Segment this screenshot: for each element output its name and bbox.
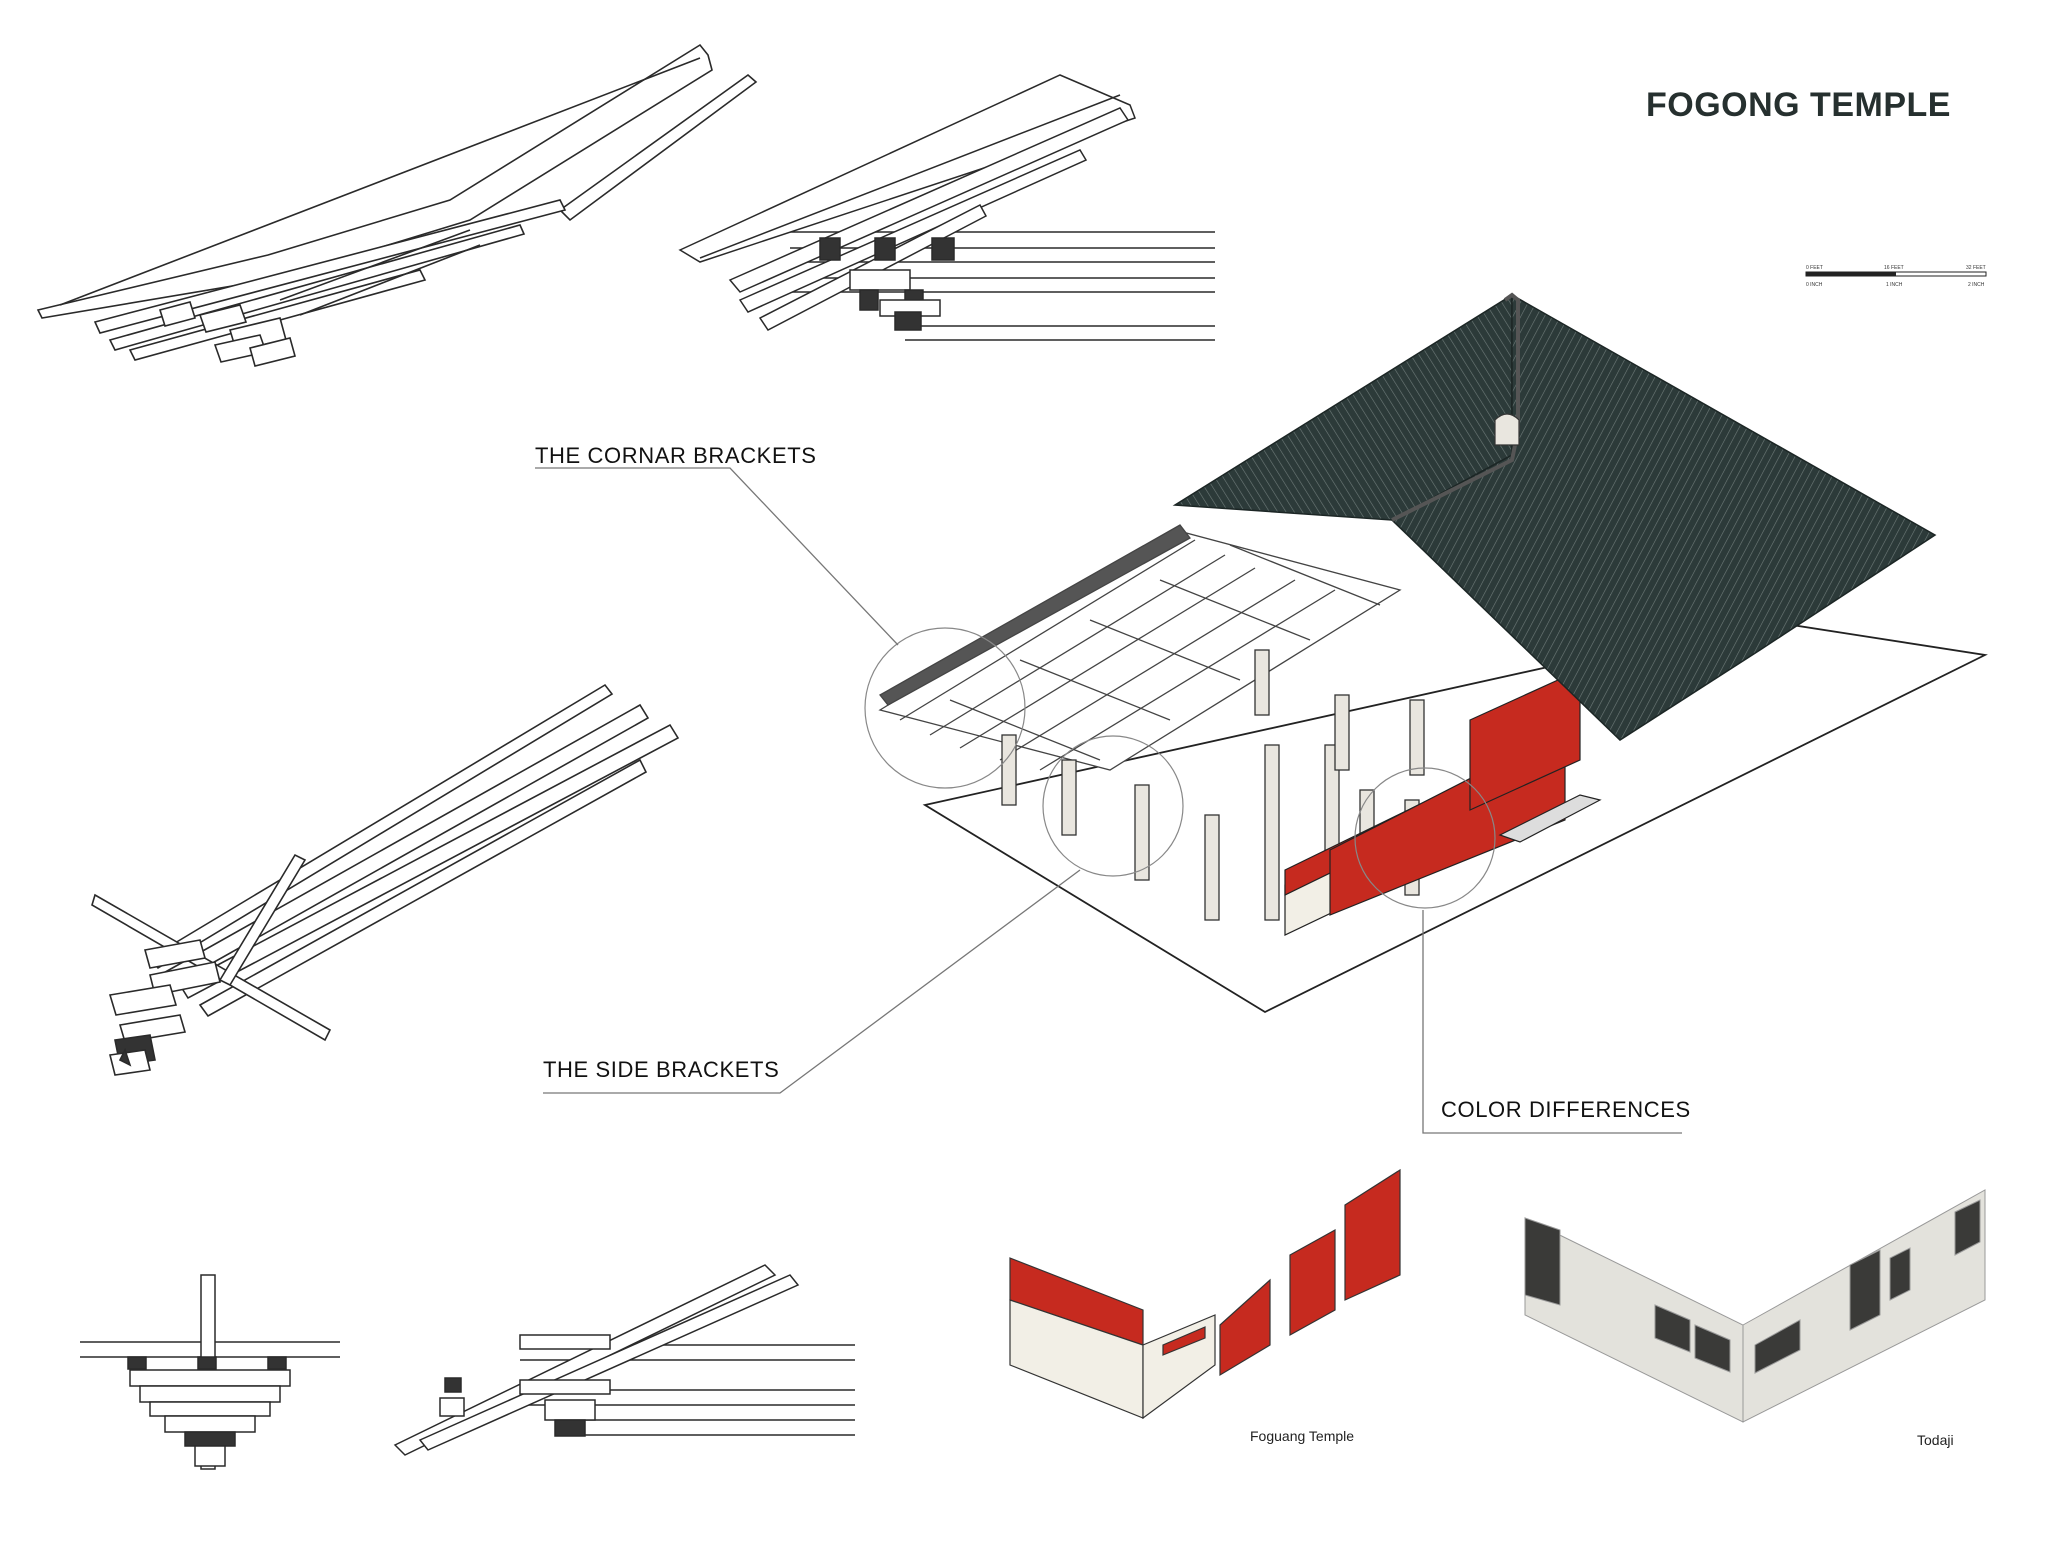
columns [1001, 649, 1425, 921]
detail-circle-color [1354, 767, 1496, 909]
bracket-drawing-mid-left [91, 683, 680, 1076]
scale-feet-16: 16 FEET [1884, 265, 1904, 271]
temple-isometric [864, 292, 1988, 1014]
scale-feet-32: 32 FEET [1966, 265, 1986, 271]
page-title: FOGONG TEMPLE [1646, 86, 1951, 124]
scale-inch-1: 1 INCH [1886, 282, 1903, 288]
color-sample-foguang [1009, 1168, 1401, 1420]
scale-feet-0: 0 FEET [1806, 265, 1823, 271]
scale-inch-0: 0 INCH [1806, 282, 1823, 288]
caption-foguang: Foguang Temple [1250, 1428, 1355, 1444]
bracket-drawing-top-left [36, 43, 758, 367]
color-sample-todaji [1524, 1189, 1986, 1423]
ridge-ornament [1494, 413, 1520, 446]
leader-lines [535, 467, 1682, 1134]
bracket-drawing-top-right [678, 74, 1215, 341]
caption-todaji: Todaji [1917, 1432, 1954, 1448]
detail-circle-corner [864, 627, 1026, 789]
bracket-drawing-bottom-mid [393, 1264, 855, 1456]
scale-bar [1805, 271, 1987, 277]
callout-corner-brackets: THE CORNAR BRACKETS [535, 443, 817, 468]
bracket-drawing-bottom-left [80, 1274, 340, 1470]
roof-ridge [1391, 292, 1520, 522]
scale-inch-2: 2 INCH [1968, 282, 1985, 288]
callout-side-brackets: THE SIDE BRACKETS [543, 1057, 780, 1082]
callout-color-differences: COLOR DIFFERENCES [1441, 1097, 1691, 1122]
detail-circle-side [1042, 735, 1184, 877]
